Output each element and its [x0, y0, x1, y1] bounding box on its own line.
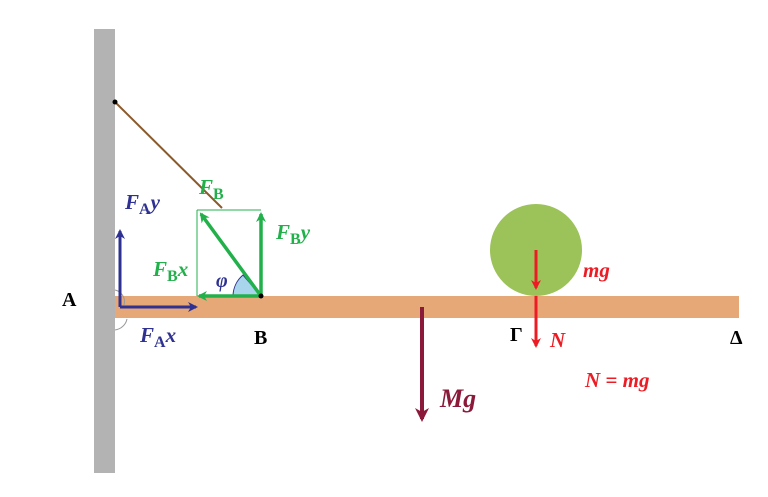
rope — [114, 101, 223, 209]
label-n-equals-mg: N = mg — [584, 368, 649, 392]
label-fay: FAy — [124, 190, 161, 218]
label-fax: FAx — [139, 323, 176, 351]
label-n: N — [549, 328, 566, 352]
force-fb-arrow — [199, 212, 263, 298]
label-point-delta: Δ — [730, 327, 743, 349]
wall — [94, 29, 115, 473]
label-fby: FBy — [275, 220, 311, 248]
beam — [115, 296, 739, 318]
hinge-arc-upper — [114, 289, 125, 306]
point-b-dot — [258, 293, 264, 299]
label-point-a: A — [62, 289, 77, 311]
label-point-b: B — [254, 327, 267, 349]
label-phi: φ — [216, 270, 228, 292]
rope-anchor-point — [112, 99, 118, 105]
label-fb: FB — [198, 175, 224, 203]
label-beam-weight: Mg — [439, 384, 476, 413]
label-mg: mg — [583, 258, 610, 282]
label-fbx: FBx — [152, 257, 188, 285]
label-point-gamma: Γ — [510, 324, 523, 346]
hinge-arc-lower — [114, 318, 128, 331]
